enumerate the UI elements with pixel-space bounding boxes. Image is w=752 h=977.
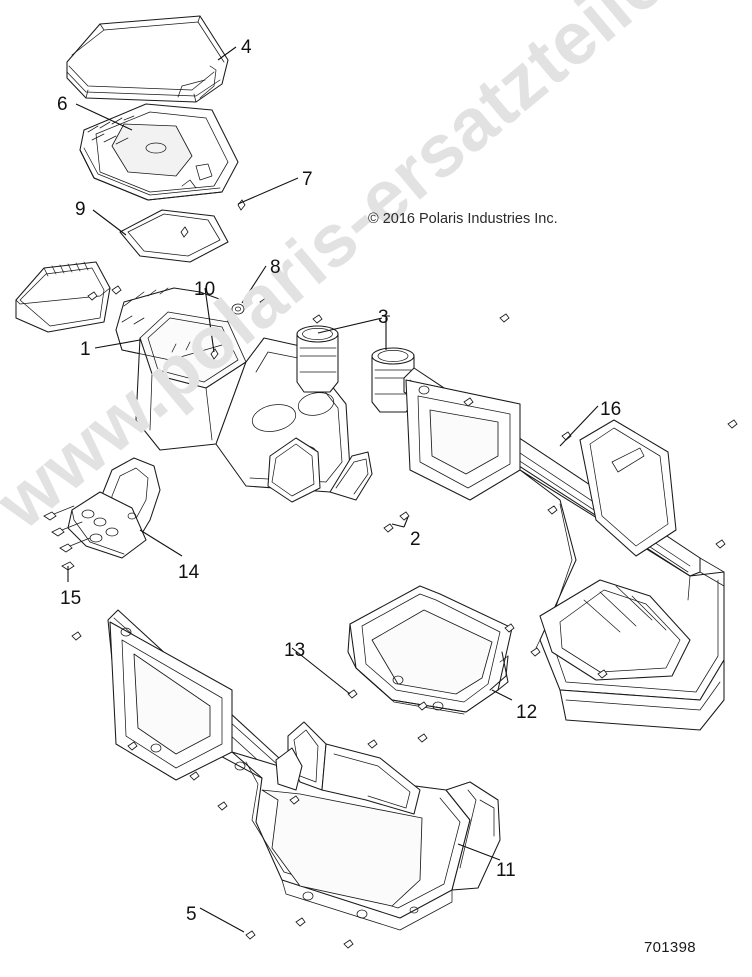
callout-4: 4 bbox=[241, 37, 252, 58]
part-console-lid-base bbox=[79, 103, 239, 201]
callout-6: 6 bbox=[57, 94, 68, 115]
part-console-lid bbox=[66, 15, 229, 103]
part-center-console bbox=[115, 287, 373, 503]
diagram-part-number: 701398 bbox=[644, 939, 696, 956]
callout-12: 12 bbox=[516, 702, 538, 723]
callout-10: 10 bbox=[194, 279, 216, 300]
callout-3: 3 bbox=[378, 307, 389, 328]
callout-7: 7 bbox=[302, 169, 313, 190]
callout-11: 11 bbox=[496, 860, 516, 881]
part-storage-bin bbox=[15, 261, 111, 333]
callout-9: 9 bbox=[75, 199, 86, 220]
part-grab-handle-bracket bbox=[67, 457, 161, 559]
leader-lines bbox=[67, 46, 599, 933]
callout-2: 2 bbox=[410, 529, 421, 550]
callout-15: 15 bbox=[60, 588, 82, 609]
callout-8: 8 bbox=[270, 257, 281, 278]
callout-16: 16 bbox=[600, 399, 622, 420]
site-watermark: www.polaris-ersatzteile.de bbox=[0, 0, 752, 545]
callout-13: 13 bbox=[284, 640, 306, 661]
part-cup-holders bbox=[296, 325, 415, 413]
part-lid-seal-gasket bbox=[119, 209, 229, 263]
part-bracket-bolts bbox=[43, 505, 91, 571]
part-right-floor-panel bbox=[403, 367, 725, 731]
callout-5: 5 bbox=[186, 904, 197, 925]
loose-fasteners bbox=[71, 199, 738, 949]
callout-1: 1 bbox=[80, 339, 91, 360]
copyright-notice: © 2016 Polaris Industries Inc. bbox=[368, 211, 558, 227]
part-center-floor-tray bbox=[347, 585, 513, 715]
callout-14: 14 bbox=[178, 562, 200, 583]
